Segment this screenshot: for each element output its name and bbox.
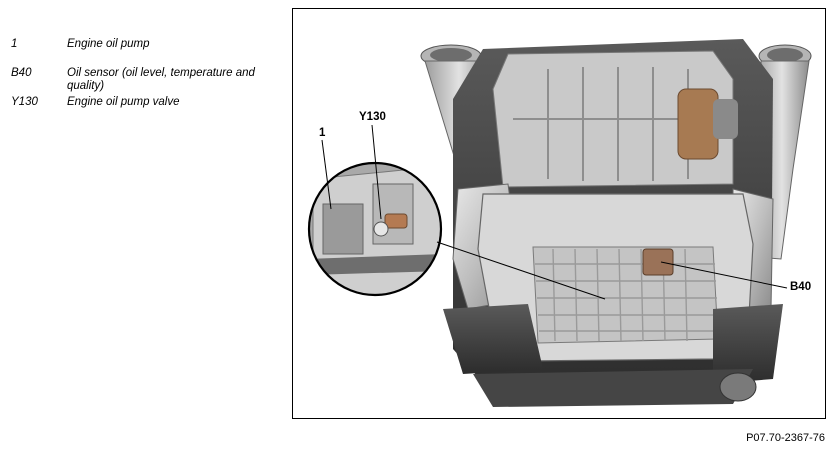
callout-engine-oil-pump: 1 [319, 127, 326, 139]
figure-reference-code: P07.70-2367-76 [746, 432, 825, 444]
engine-oil-pump-detail [307, 161, 443, 297]
callout-oil-sensor: B40 [790, 281, 812, 293]
engine-figure: 1 Y130 B40 [292, 8, 826, 419]
legend-description: Oil sensor (oil level, temperature and q… [67, 67, 255, 92]
legend: 1 Engine oil pump B40 Oil sensor (oil le… [11, 38, 281, 109]
legend-item-y130: Y130 Engine oil pump valve [11, 96, 281, 109]
legend-code: 1 [11, 38, 18, 50]
legend-code: Y130 [11, 96, 38, 108]
leader-lines [321, 124, 788, 300]
legend-item-b40: B40 Oil sensor (oil level, temperature a… [11, 67, 281, 93]
callout-engine-oil-pump-valve: Y130 [359, 111, 386, 123]
legend-description: Engine oil pump [67, 38, 150, 50]
engine-illustration [307, 39, 812, 407]
legend-item-1: 1 Engine oil pump [11, 38, 281, 51]
legend-code: B40 [11, 67, 32, 79]
legend-description: Engine oil pump valve [67, 96, 180, 108]
